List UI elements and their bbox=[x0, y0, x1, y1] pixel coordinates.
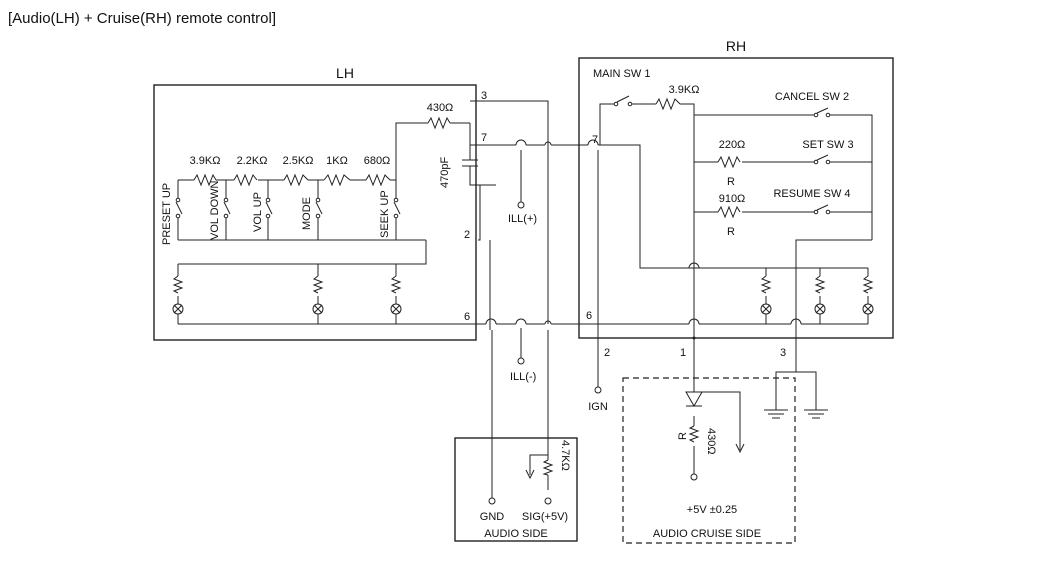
label-3-9k-rh: 3.9KΩ bbox=[669, 84, 700, 96]
wire-crossing-icon bbox=[515, 139, 599, 146]
resistor-4-7k-icon bbox=[542, 459, 554, 476]
label-mode: MODE bbox=[301, 197, 313, 230]
label-audio-side: AUDIO SIDE bbox=[484, 528, 548, 540]
label-preset-up: PRESET UP bbox=[161, 183, 173, 245]
label-470pf: 470pF bbox=[439, 157, 451, 188]
label-2-2k: 2.2KΩ bbox=[237, 155, 268, 167]
label-vol-up: VOL UP bbox=[252, 192, 264, 232]
label-main-sw: MAIN SW 1 bbox=[593, 68, 650, 80]
label-680: 680Ω bbox=[364, 155, 391, 167]
lh-bulbs bbox=[172, 264, 580, 325]
label-sig: SIG(+5V) bbox=[522, 511, 568, 523]
lh-switches bbox=[175, 180, 426, 241]
pin-6-lh: 6 bbox=[464, 311, 470, 323]
rh-box bbox=[578, 57, 894, 339]
label-2-5k: 2.5KΩ bbox=[283, 155, 314, 167]
pin-3: 3 bbox=[481, 90, 487, 102]
resistor-220-icon bbox=[717, 155, 741, 169]
label-1k: 1KΩ bbox=[326, 155, 348, 167]
label-3-9k: 3.9KΩ bbox=[190, 155, 221, 167]
label-cancel: CANCEL SW 2 bbox=[775, 91, 849, 103]
label-430: 430Ω bbox=[427, 102, 454, 114]
pin-2-rh: 2 bbox=[604, 347, 610, 359]
label-r-910: R bbox=[727, 226, 735, 238]
resistor-910-icon bbox=[717, 205, 741, 219]
arrow-down-icon bbox=[700, 391, 745, 454]
resistor-3-9k-icon bbox=[193, 173, 217, 187]
cruise-terminal bbox=[690, 473, 698, 481]
resistor-1k-icon bbox=[323, 173, 351, 187]
label-resume: RESUME SW 4 bbox=[773, 188, 850, 200]
pin-2: 2 bbox=[464, 229, 470, 241]
pin-3-rh: 3 bbox=[780, 347, 786, 359]
pin-7-rh: 7 bbox=[592, 134, 598, 146]
arrow-down-icon bbox=[525, 454, 548, 480]
resistor-3-9k-rh-icon bbox=[655, 97, 681, 111]
label-220: 220Ω bbox=[719, 139, 746, 151]
ground-icon bbox=[804, 409, 828, 419]
ign-terminal bbox=[594, 386, 602, 394]
rh-title: RH bbox=[726, 38, 746, 54]
label-ill-minus: ILL(-) bbox=[510, 371, 536, 383]
label-gnd: GND bbox=[480, 511, 505, 523]
gnd-terminal bbox=[488, 497, 496, 505]
rh-bulbs bbox=[580, 262, 874, 325]
audio-side-box bbox=[454, 437, 578, 542]
label-4-7k: 4.7KΩ bbox=[559, 440, 571, 471]
label-vol-down: VOL DOWN bbox=[209, 180, 221, 240]
resistor-680-icon bbox=[365, 173, 391, 187]
label-set: SET SW 3 bbox=[802, 139, 853, 151]
pin-7: 7 bbox=[481, 132, 487, 144]
label-r-cruise: R bbox=[677, 432, 689, 440]
resistor-430-cruise-icon bbox=[688, 425, 700, 443]
label-ill-plus: ILL(+) bbox=[508, 213, 537, 225]
main-switch-icon bbox=[616, 95, 630, 103]
pin-6-rh: 6 bbox=[586, 310, 592, 322]
ill-plus-terminal bbox=[517, 201, 525, 209]
ground-icon bbox=[764, 409, 788, 419]
label-430-cruise: 430Ω bbox=[705, 428, 717, 455]
label-910: 910Ω bbox=[719, 193, 746, 205]
resistor-2-5k-icon bbox=[283, 173, 309, 187]
sig-terminal bbox=[544, 497, 552, 505]
ill-minus-terminal bbox=[517, 357, 525, 365]
diode-icon bbox=[685, 391, 703, 408]
resistor-430-icon bbox=[427, 116, 451, 130]
resistor-2-2k-icon bbox=[233, 173, 258, 187]
label-cruise-side: AUDIO CRUISE SIDE bbox=[653, 528, 761, 540]
pin-1-rh: 1 bbox=[680, 347, 686, 359]
cruise-side-box bbox=[622, 377, 796, 544]
label-5v: +5V ±0.25 bbox=[687, 504, 737, 516]
lh-box bbox=[153, 84, 477, 341]
label-r-220: R bbox=[727, 176, 735, 188]
label-ign: IGN bbox=[588, 401, 608, 413]
label-seek-up: SEEK UP bbox=[379, 190, 391, 238]
page-title: [Audio(LH) + Cruise(RH) remote control] bbox=[8, 10, 277, 27]
lh-title: LH bbox=[336, 65, 354, 81]
